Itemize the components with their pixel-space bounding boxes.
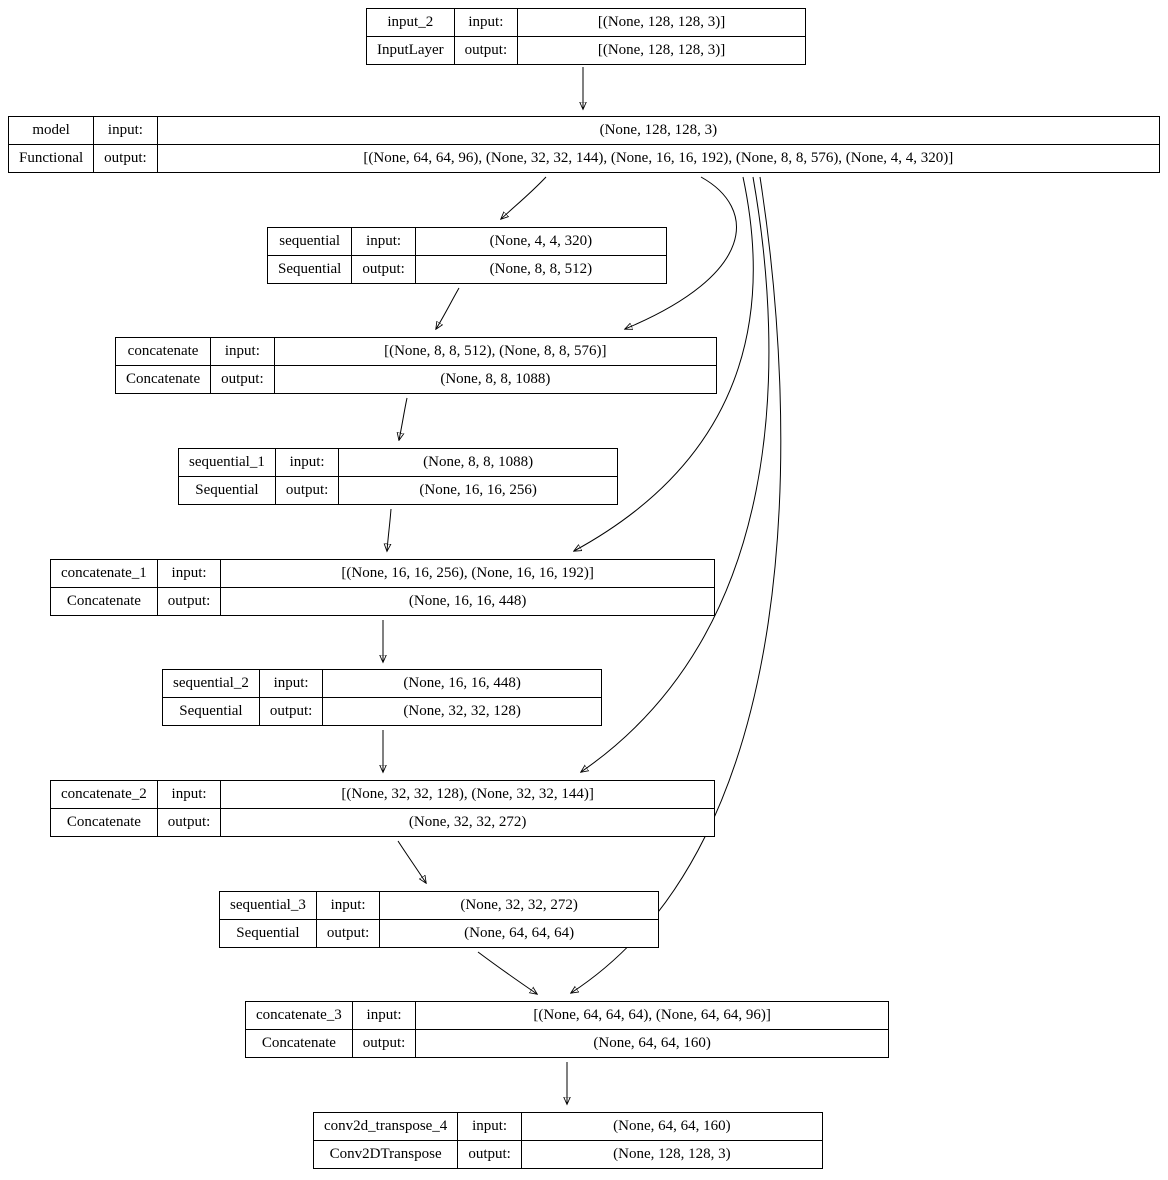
input-label: input: xyxy=(156,559,222,588)
layer-type: Sequential xyxy=(219,919,317,948)
node-input_2: input_2 input: [(None, 128, 128, 3)] Inp… xyxy=(366,8,806,65)
input-shape: (None, 32, 32, 272) xyxy=(379,891,659,920)
input-label: input: xyxy=(274,448,340,477)
input-shape: (None, 8, 8, 1088) xyxy=(338,448,618,477)
edge-model-to-sequential xyxy=(501,176,547,219)
layer-name: sequential_1 xyxy=(178,448,276,477)
output-label: output: xyxy=(93,144,158,173)
output-label: output: xyxy=(274,476,340,505)
layer-name: concatenate_2 xyxy=(50,780,158,809)
input-shape: (None, 16, 16, 448) xyxy=(322,669,602,698)
node-concatenate_2: concatenate_2 input: [(None, 32, 32, 128… xyxy=(50,780,715,837)
input-label: input: xyxy=(351,1001,417,1030)
edge-sequential-to-concatenate xyxy=(436,287,460,329)
input-shape: (None, 4, 4, 320) xyxy=(414,227,668,256)
edge-concatenate-to-sequential_1 xyxy=(399,397,408,440)
output-shape: (None, 8, 8, 1088) xyxy=(273,365,718,394)
input-label: input: xyxy=(453,8,519,37)
output-shape: (None, 64, 64, 64) xyxy=(379,919,659,948)
layer-name: conv2d_transpose_4 xyxy=(312,1112,459,1141)
output-label: output: xyxy=(210,365,275,394)
layer-type: Concatenate xyxy=(245,1029,353,1058)
output-shape: (None, 32, 32, 272) xyxy=(220,808,715,837)
input-shape: [(None, 16, 16, 256), (None, 16, 16, 192… xyxy=(220,559,715,588)
node-concatenate_1: concatenate_1 input: [(None, 16, 16, 256… xyxy=(50,559,715,616)
output-label: output: xyxy=(457,1140,522,1169)
edge-sequential_1-to-concatenate_1 xyxy=(387,508,391,551)
node-sequential_1: sequential_1 input: (None, 8, 8, 1088) S… xyxy=(178,448,618,505)
node-conv2d_transpose_4: conv2d_transpose_4 input: (None, 64, 64,… xyxy=(312,1112,824,1169)
output-label: output: xyxy=(258,697,324,726)
output-shape: (None, 32, 32, 128) xyxy=(322,697,602,726)
layer-name: concatenate_1 xyxy=(50,559,158,588)
edge-sequential_3-to-concatenate_3 xyxy=(477,951,537,994)
output-label: output: xyxy=(315,919,381,948)
edge-concatenate_2-to-sequential_3 xyxy=(397,840,426,883)
input-shape: (None, 128, 128, 3) xyxy=(156,116,1161,145)
input-label: input: xyxy=(210,337,275,366)
output-label: output: xyxy=(156,587,222,616)
output-label: output: xyxy=(453,36,519,65)
node-sequential_3: sequential_3 input: (None, 32, 32, 272) … xyxy=(219,891,659,948)
layer-type: Conv2DTranspose xyxy=(312,1140,459,1169)
layer-name: model xyxy=(7,116,95,145)
output-shape: (None, 16, 16, 256) xyxy=(338,476,618,505)
input-shape: [(None, 128, 128, 3)] xyxy=(517,8,806,37)
layer-name: concatenate_3 xyxy=(245,1001,353,1030)
output-shape: [(None, 128, 128, 3)] xyxy=(517,36,806,65)
layer-type: Functional xyxy=(7,144,95,173)
layer-type: Concatenate xyxy=(50,587,158,616)
input-shape: [(None, 32, 32, 128), (None, 32, 32, 144… xyxy=(220,780,715,809)
layer-type: Concatenate xyxy=(114,365,212,394)
input-label: input: xyxy=(315,891,381,920)
layer-name: sequential_2 xyxy=(162,669,260,698)
layer-name: input_2 xyxy=(366,8,455,37)
input-label: input: xyxy=(258,669,324,698)
node-concatenate: concatenate input: [(None, 8, 8, 512), (… xyxy=(114,337,718,394)
input-label: input: xyxy=(156,780,222,809)
node-model: model input: (None, 128, 128, 3) Functio… xyxy=(7,116,1161,173)
output-shape: (None, 64, 64, 160) xyxy=(415,1029,889,1058)
layer-type: Concatenate xyxy=(50,808,158,837)
node-concatenate_3: concatenate_3 input: [(None, 64, 64, 64)… xyxy=(245,1001,889,1058)
output-label: output: xyxy=(351,1029,417,1058)
input-shape: [(None, 8, 8, 512), (None, 8, 8, 576)] xyxy=(273,337,718,366)
output-shape: (None, 16, 16, 448) xyxy=(220,587,715,616)
output-shape: (None, 128, 128, 3) xyxy=(520,1140,824,1169)
node-sequential_2: sequential_2 input: (None, 16, 16, 448) … xyxy=(162,669,602,726)
node-sequential: sequential input: (None, 4, 4, 320) Sequ… xyxy=(266,227,668,284)
layer-type: Sequential xyxy=(266,255,353,284)
output-label: output: xyxy=(156,808,222,837)
layer-name: sequential xyxy=(266,227,353,256)
input-shape: (None, 64, 64, 160) xyxy=(520,1112,824,1141)
layer-type: Sequential xyxy=(178,476,276,505)
layer-name: sequential_3 xyxy=(219,891,317,920)
input-shape: [(None, 64, 64, 64), (None, 64, 64, 96)] xyxy=(415,1001,889,1030)
layer-type: InputLayer xyxy=(366,36,455,65)
output-label: output: xyxy=(351,255,416,284)
input-label: input: xyxy=(93,116,158,145)
layer-name: concatenate xyxy=(114,337,212,366)
output-shape: (None, 8, 8, 512) xyxy=(414,255,668,284)
layer-type: Sequential xyxy=(162,697,260,726)
input-label: input: xyxy=(457,1112,522,1141)
input-label: input: xyxy=(351,227,416,256)
output-shape: [(None, 64, 64, 96), (None, 32, 32, 144)… xyxy=(156,144,1161,173)
